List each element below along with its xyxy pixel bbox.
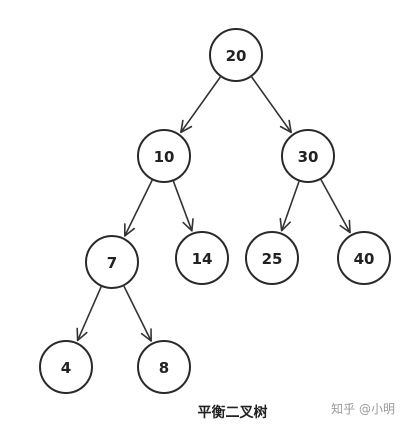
edges-layer [76, 76, 351, 342]
edge-n20-n10 [180, 76, 221, 133]
edge-n7-n8 [123, 285, 152, 342]
node-circle [337, 231, 391, 285]
tree-node-25: 25 [245, 231, 299, 285]
nodes-layer: 20 10 30 7 14 25 40 4 8 [39, 28, 391, 394]
node-circle [209, 28, 263, 82]
edge-n30-n40 [320, 179, 351, 233]
arrow-head-icon [140, 328, 152, 342]
node-circle [137, 129, 191, 183]
edge-n20-n30 [251, 76, 292, 133]
arrow-head-icon [123, 223, 136, 237]
tree-node-40: 40 [337, 231, 391, 285]
node-circle [85, 235, 139, 289]
tree-node-4: 4 [39, 340, 93, 394]
edge-n10-n14 [172, 181, 193, 232]
node-circle [137, 340, 191, 394]
node-label: 40 [354, 250, 375, 268]
node-label: 7 [107, 254, 117, 272]
tree-node-20: 20 [209, 28, 263, 82]
node-circle [245, 231, 299, 285]
edge-n30-n25 [280, 181, 300, 231]
node-circle [281, 129, 335, 183]
node-label: 8 [159, 359, 169, 377]
node-label: 14 [192, 250, 213, 268]
edge-n7-n4 [76, 286, 102, 341]
arrow-head-icon [180, 119, 193, 134]
node-label: 10 [154, 148, 175, 166]
arrow-head-icon [182, 218, 194, 232]
node-label: 20 [226, 47, 247, 65]
node-label: 30 [298, 148, 319, 166]
node-label: 4 [61, 359, 71, 377]
arrow-head-icon [339, 219, 351, 234]
node-label: 25 [262, 250, 283, 268]
watermark: 知乎 @小明 [331, 402, 395, 416]
tree-node-7: 7 [85, 235, 139, 289]
edge-n10-n7 [124, 179, 153, 237]
tree-node-10: 10 [137, 129, 191, 183]
node-circle [175, 231, 229, 285]
arrow-head-icon [76, 327, 88, 342]
node-circle [39, 340, 93, 394]
diagram-caption: 平衡二叉树 [197, 405, 268, 421]
tree-node-30: 30 [281, 129, 335, 183]
tree-node-8: 8 [137, 340, 191, 394]
tree-node-14: 14 [175, 231, 229, 285]
arrow-head-icon [279, 217, 291, 232]
arrow-head-icon [279, 119, 292, 134]
